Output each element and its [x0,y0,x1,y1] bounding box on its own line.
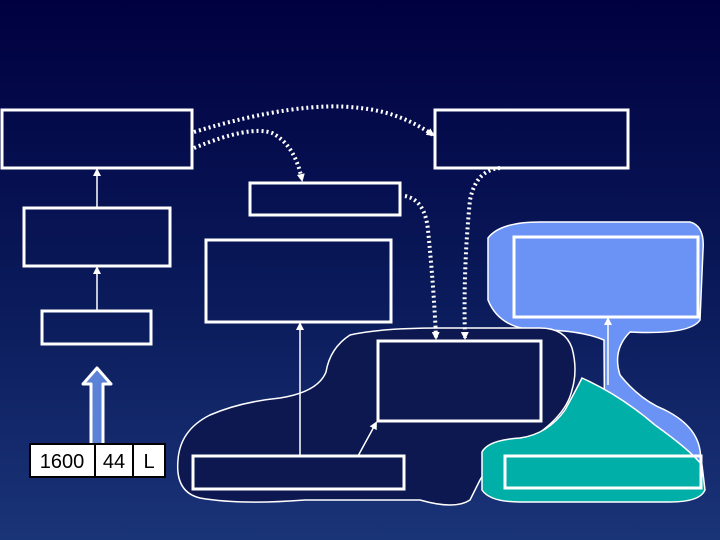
blob-dark [176,327,576,506]
record-cell-3-text: L [143,451,154,473]
dotted-arrow-topright-to-lowercenter [460,166,501,340]
connector-bottomcenter-to-lowercenter [357,421,377,457]
box-top-left [0,108,194,170]
record-cell-2-text: 44 [103,451,125,473]
record-row: 1600 44 L [29,443,166,478]
box-small-left [40,309,153,346]
box-mid-left [22,206,172,268]
up-arrow-icon [81,366,113,452]
box-small-center [248,181,402,217]
box-top-right [433,108,630,170]
box-bottom-right [503,454,703,490]
record-cell-3 [132,443,166,478]
record-cell-1 [29,443,96,478]
record-cell-1-text: 1600 [40,451,85,473]
dotted-arrow-topleft-to-smallcenter [193,128,305,182]
dotted-arrow-smallcenter-to-lowercenter [404,194,440,340]
dotted-arrow-topleft-to-topright [193,104,435,137]
box-lower-center [376,339,543,423]
box-center [204,238,393,324]
blob-teal [481,377,706,503]
box-bottom-center [191,454,406,491]
